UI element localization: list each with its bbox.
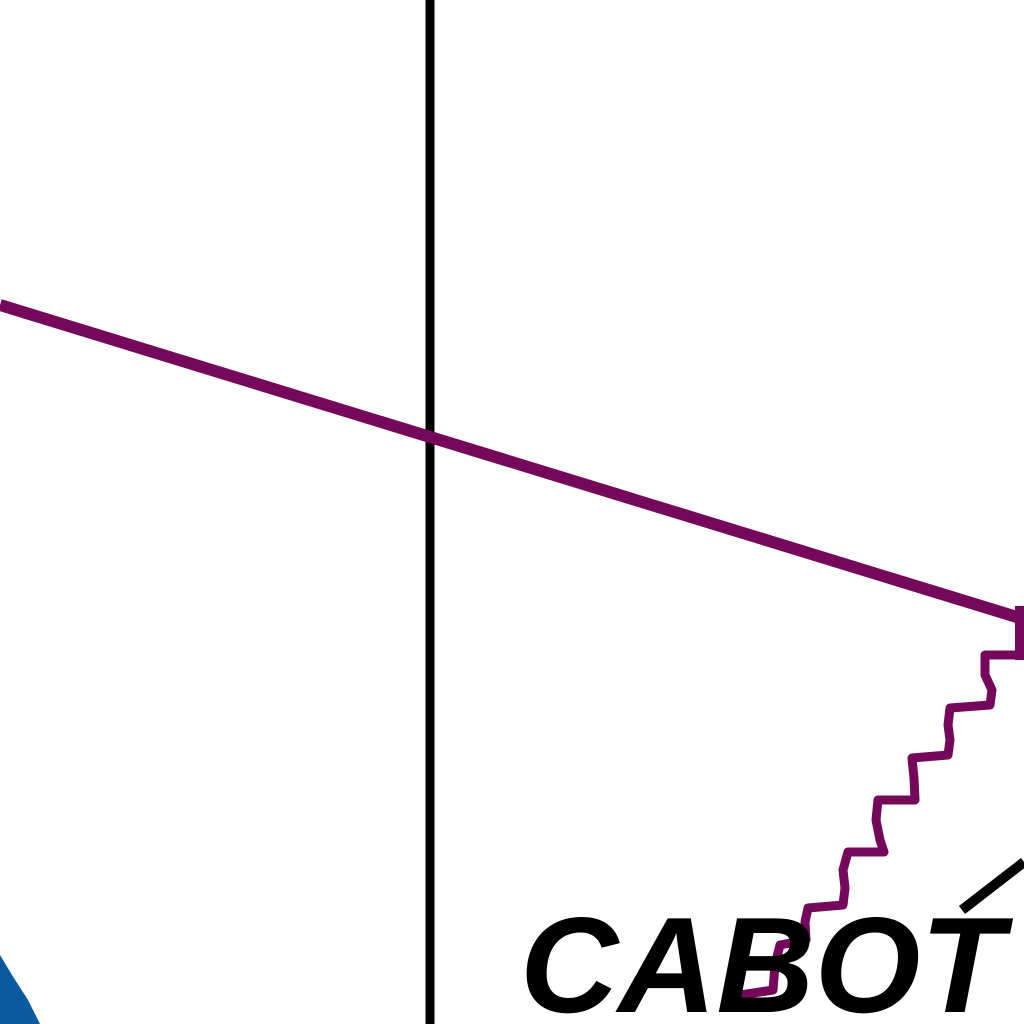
label-accent-mark (958, 858, 1024, 914)
boundary-line-straight (0, 299, 1022, 624)
place-label-cabot: CABOT (520, 889, 1013, 1024)
boundary-line-wavy (733, 650, 1020, 1011)
water-shoreline (0, 955, 40, 1024)
